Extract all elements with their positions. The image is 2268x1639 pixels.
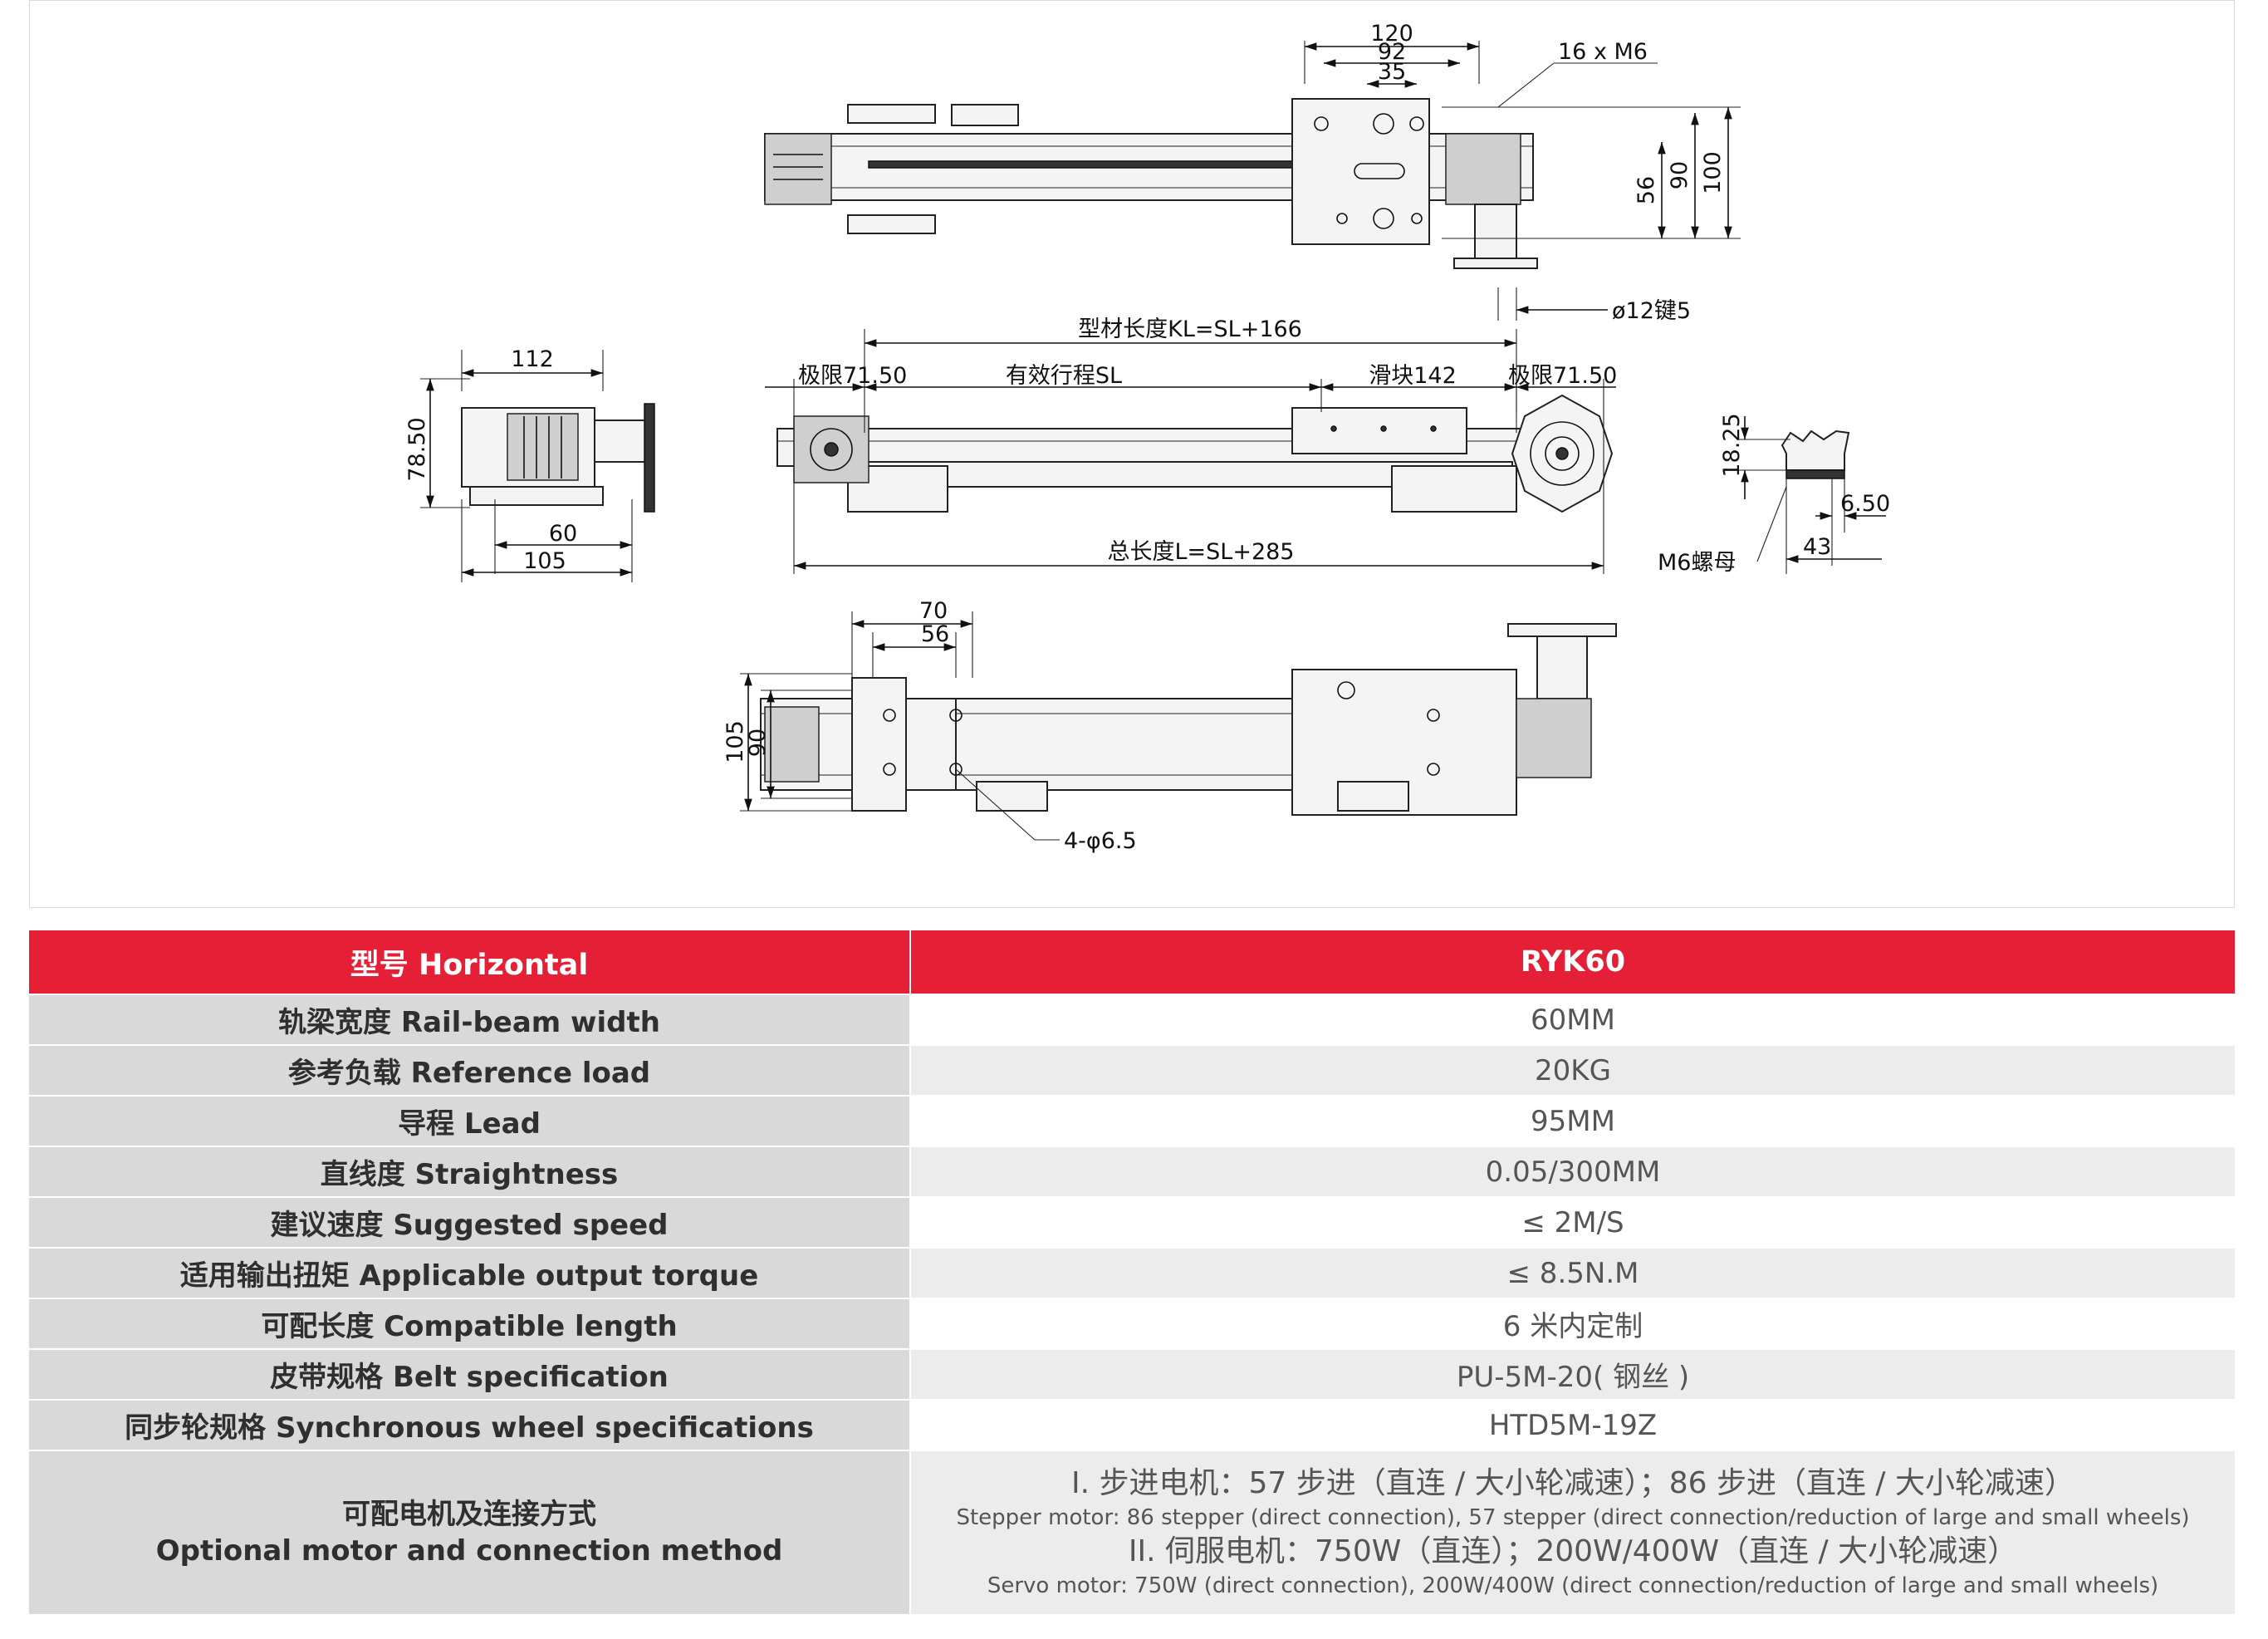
table-row: 同步轮规格 Synchronous wheel specifications H…: [29, 1399, 2235, 1450]
row-label: 适用输出扭矩 Applicable output torque: [29, 1247, 911, 1298]
row-value: 6 米内定制: [910, 1298, 2235, 1349]
motor-label-en: Optional motor and connection method: [155, 1534, 783, 1568]
row-value: ≤ 2M/S: [910, 1196, 2235, 1248]
spec-table: 型号 Horizontal RYK60 轨梁宽度 Rail-beam width…: [29, 930, 2235, 1614]
top-view: 120 92 35 16 x M6 56 90 100 ø12键5: [764, 21, 1741, 324]
dim-end-112: 112: [511, 346, 554, 372]
dim-stroke: 有效行程SL: [1006, 363, 1122, 389]
row-value: 60MM: [910, 994, 2235, 1045]
dim-profile-18: 18.25: [1719, 413, 1745, 477]
dim-profile-6: 6.50: [1840, 491, 1890, 517]
dim-bottom-holes: 4-φ6.5: [1064, 828, 1137, 854]
dim-profile-length: 型材长度KL=SL+166: [1078, 317, 1302, 342]
dim-slider: 滑块142: [1369, 363, 1457, 389]
table-row: 参考负载 Reference load 20KG: [29, 1044, 2235, 1096]
row-value: HTD5M-19Z: [910, 1399, 2235, 1450]
motor-value: I. 步进电机：57 步进（直连 / 大小轮减速）；86 步进（直连 / 大小轮…: [910, 1450, 2235, 1614]
header-model-label: 型号 Horizontal: [29, 930, 911, 994]
table-row: 皮带规格 Belt specification PU-5M-20( 钢丝 ): [29, 1348, 2235, 1400]
row-value: 0.05/300MM: [910, 1146, 2235, 1197]
dim-top-35: 35: [1378, 59, 1406, 85]
bottom-view: 70 56 105 90 4-φ6.5: [723, 598, 1617, 854]
motor-label-cn: 可配电机及连接方式: [342, 1498, 596, 1531]
row-value: ≤ 8.5N.M: [910, 1247, 2235, 1298]
header-model-value: RYK60: [910, 930, 2235, 994]
dim-bottom-70: 70: [919, 598, 948, 624]
dim-end-105: 105: [523, 548, 566, 574]
row-label: 轨梁宽度 Rail-beam width: [29, 994, 911, 1045]
motor-line1-en: Stepper motor: 86 stepper (direct connec…: [956, 1505, 2190, 1530]
table-row: 可配长度 Compatible length 6 米内定制: [29, 1298, 2235, 1349]
end-view: 112 78.50 60 105: [404, 346, 655, 582]
row-label: 参考负载 Reference load: [29, 1044, 911, 1096]
dim-top-shaft: ø12键5: [1612, 298, 1691, 324]
dim-limit-left: 极限71.50: [798, 363, 907, 389]
dim-end-60: 60: [549, 521, 577, 547]
dim-bottom-56: 56: [921, 621, 949, 647]
row-label: 直线度 Straightness: [29, 1146, 911, 1197]
dim-profile-43: 43: [1803, 534, 1831, 560]
dim-top-holes: 16 x M6: [1558, 39, 1648, 65]
table-row: 建议速度 Suggested speed ≤ 2M/S: [29, 1196, 2235, 1248]
profile-section: 18.25 6.50 43 M6螺母: [1658, 413, 1890, 576]
row-value: 95MM: [910, 1095, 2235, 1146]
motor-label: 可配电机及连接方式 Optional motor and connection …: [29, 1450, 911, 1614]
dim-bottom-90: 90: [745, 729, 771, 757]
dim-profile-nut: M6螺母: [1658, 550, 1736, 576]
table-row: 直线度 Straightness 0.05/300MM: [29, 1146, 2235, 1197]
row-label: 可配长度 Compatible length: [29, 1298, 911, 1349]
dim-top-92: 92: [1378, 39, 1406, 65]
side-view: 型材长度KL=SL+166 极限71.50 有效行程SL 滑块142 极限71.…: [765, 317, 1617, 574]
row-label: 建议速度 Suggested speed: [29, 1196, 911, 1248]
dim-top-90: 90: [1667, 161, 1692, 189]
motor-line1-cn: I. 步进电机：57 步进（直连 / 大小轮减速）；86 步进（直连 / 大小轮…: [1070, 1466, 2075, 1500]
row-label: 导程 Lead: [29, 1095, 911, 1146]
motor-options-row: 可配电机及连接方式 Optional motor and connection …: [29, 1450, 2235, 1614]
dim-limit-right: 极限71.50: [1508, 363, 1617, 389]
row-label: 同步轮规格 Synchronous wheel specifications: [29, 1399, 911, 1450]
table-row: 导程 Lead 95MM: [29, 1095, 2235, 1146]
row-value: 20KG: [910, 1044, 2235, 1096]
dim-bottom-105: 105: [723, 720, 748, 763]
dim-total-length: 总长度L=SL+285: [1107, 539, 1294, 565]
dim-top-120: 120: [1370, 21, 1413, 47]
technical-drawing: 120 92 35 16 x M6 56 90 100 ø12键5 112: [404, 21, 1890, 854]
row-value: PU-5M-20( 钢丝 ): [910, 1348, 2235, 1400]
table-header-row: 型号 Horizontal RYK60: [29, 930, 2235, 994]
dim-top-56: 56: [1634, 176, 1659, 204]
technical-drawing-panel: 120 92 35 16 x M6 56 90 100 ø12键5 112: [29, 0, 2235, 908]
dim-end-78: 78.50: [404, 417, 430, 481]
row-label: 皮带规格 Belt specification: [29, 1348, 911, 1400]
motor-line2-en: Servo motor: 750W (direct connection), 2…: [987, 1573, 2159, 1598]
table-row: 适用输出扭矩 Applicable output torque ≤ 8.5N.M: [29, 1247, 2235, 1298]
table-row: 轨梁宽度 Rail-beam width 60MM: [29, 994, 2235, 1045]
motor-line2-cn: II. 伺服电机：750W（直连）；200W/400W（直连 / 大小轮减速）: [1128, 1534, 2018, 1568]
dim-top-100: 100: [1700, 151, 1726, 194]
